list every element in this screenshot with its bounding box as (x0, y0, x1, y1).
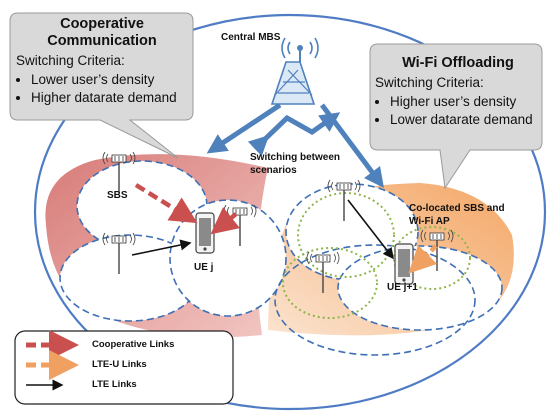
wifi-criteria-item: Lower datarate demand (390, 111, 541, 129)
legend-lteu-label: LTE-U Links (92, 359, 147, 370)
switching-label-line2: scenarios (250, 165, 297, 176)
wifi-ring-upper (297, 192, 395, 278)
lte-u-link (408, 244, 438, 274)
coop-callout-bubble (9, 12, 194, 159)
colocated-label-line2: Wi-Fi AP (409, 216, 450, 227)
coop-criteria-item: Higher datarate demand (31, 89, 188, 107)
mbs-to-wifi-arrow (319, 103, 384, 189)
wifi-ring-right (393, 226, 471, 290)
switching-arrow (247, 112, 341, 157)
ue-j-phone-icon (195, 212, 215, 254)
mbs-to-coop-arrow (206, 102, 282, 154)
wifi-criteria-item: Higher user’s density (390, 93, 541, 111)
ue-j1-phone-icon (394, 243, 414, 285)
wifi-callout-bubble (369, 43, 543, 190)
wifi-callout: Wi-Fi Offloading Switching Criteria: Hig… (375, 55, 541, 129)
coop-callout: Cooperative Communication Switching Crit… (16, 16, 188, 107)
colocated-label-line1: Co-located SBS and (409, 203, 505, 214)
coop-criteria-list: Lower user’s density Higher datarate dem… (16, 71, 188, 107)
ue-j-label: UE j (194, 262, 214, 273)
central-mbs-tower-icon (270, 37, 319, 105)
wifi-criteria-list: Higher user’s density Lower datarate dem… (375, 93, 541, 129)
central-mbs-label: Central MBS (221, 32, 281, 43)
wifi-title: Wi-Fi Offloading (402, 55, 514, 71)
wifi-criteria-label: Switching Criteria: (375, 75, 484, 90)
coop-title-line1: Cooperative (60, 16, 144, 32)
small-cell-ue-j (169, 199, 287, 317)
switching-label-line1: Switching between (250, 152, 341, 163)
legend-coop-label: Cooperative Links (92, 339, 175, 350)
coop-title-line2: Communication (47, 33, 157, 49)
wifi-ring-lower (282, 247, 378, 319)
coop-link-sbs (134, 183, 198, 224)
small-cell-large (274, 244, 476, 356)
coop-criteria-item: Lower user’s density (31, 71, 188, 89)
legend-lte-label: LTE Links (92, 379, 137, 390)
coop-criteria-label: Switching Criteria: (16, 53, 125, 68)
sbs-label: SBS (107, 190, 128, 201)
coop-link-right (210, 207, 240, 235)
lte-link-colocated (347, 199, 394, 260)
ue-j1-label: UE j+1 (387, 282, 418, 293)
lte-link-left (131, 239, 192, 256)
